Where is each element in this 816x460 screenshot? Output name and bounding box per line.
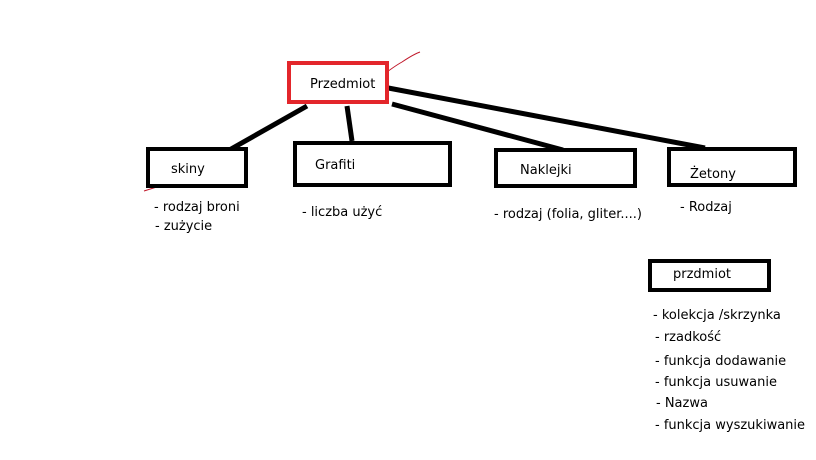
connector-lines: [222, 84, 706, 156]
detail-attribute: - funkcja usuwanie: [655, 375, 777, 390]
detail-attribute: - funkcja wyszukiwanie: [655, 418, 806, 433]
naklejki-attribute: - rodzaj (folia, gliter....): [494, 207, 643, 222]
node-naklejki-label: Naklejki: [520, 163, 572, 178]
node-grafiti-label: Grafiti: [315, 158, 356, 173]
connector-root-grafiti: [344, 105, 355, 142]
detail-attribute: - rzadkość: [655, 330, 722, 345]
node-zetony: [667, 147, 797, 187]
root-node-przedmiot: [287, 61, 389, 104]
node-przdmiot-label: przdmiot: [673, 267, 731, 282]
root-node-label: Przedmiot: [310, 77, 376, 92]
detail-attribute: - Nazwa: [656, 396, 708, 411]
zetony-attribute: - Rodzaj: [680, 200, 732, 215]
node-grafiti: [293, 141, 452, 187]
grafiti-attribute: - liczba użyć: [302, 205, 383, 220]
node-naklejki: [494, 148, 637, 188]
connector-root-skiny: [222, 103, 309, 156]
detail-attribute: - funkcja dodawanie: [655, 354, 787, 369]
node-skiny-label: skiny: [171, 162, 205, 177]
node-skiny: [146, 147, 248, 188]
node-przdmiot-detail: [648, 259, 771, 292]
detail-attribute: - kolekcja /skrzynka: [653, 308, 781, 323]
connector-root-naklejki: [391, 101, 564, 153]
skiny-attribute: - zużycie: [155, 219, 213, 234]
connector-root-zetony: [382, 84, 706, 151]
skiny-attribute: - rodzaj broni: [154, 200, 240, 215]
node-zetony-label: Żetony: [690, 167, 736, 182]
